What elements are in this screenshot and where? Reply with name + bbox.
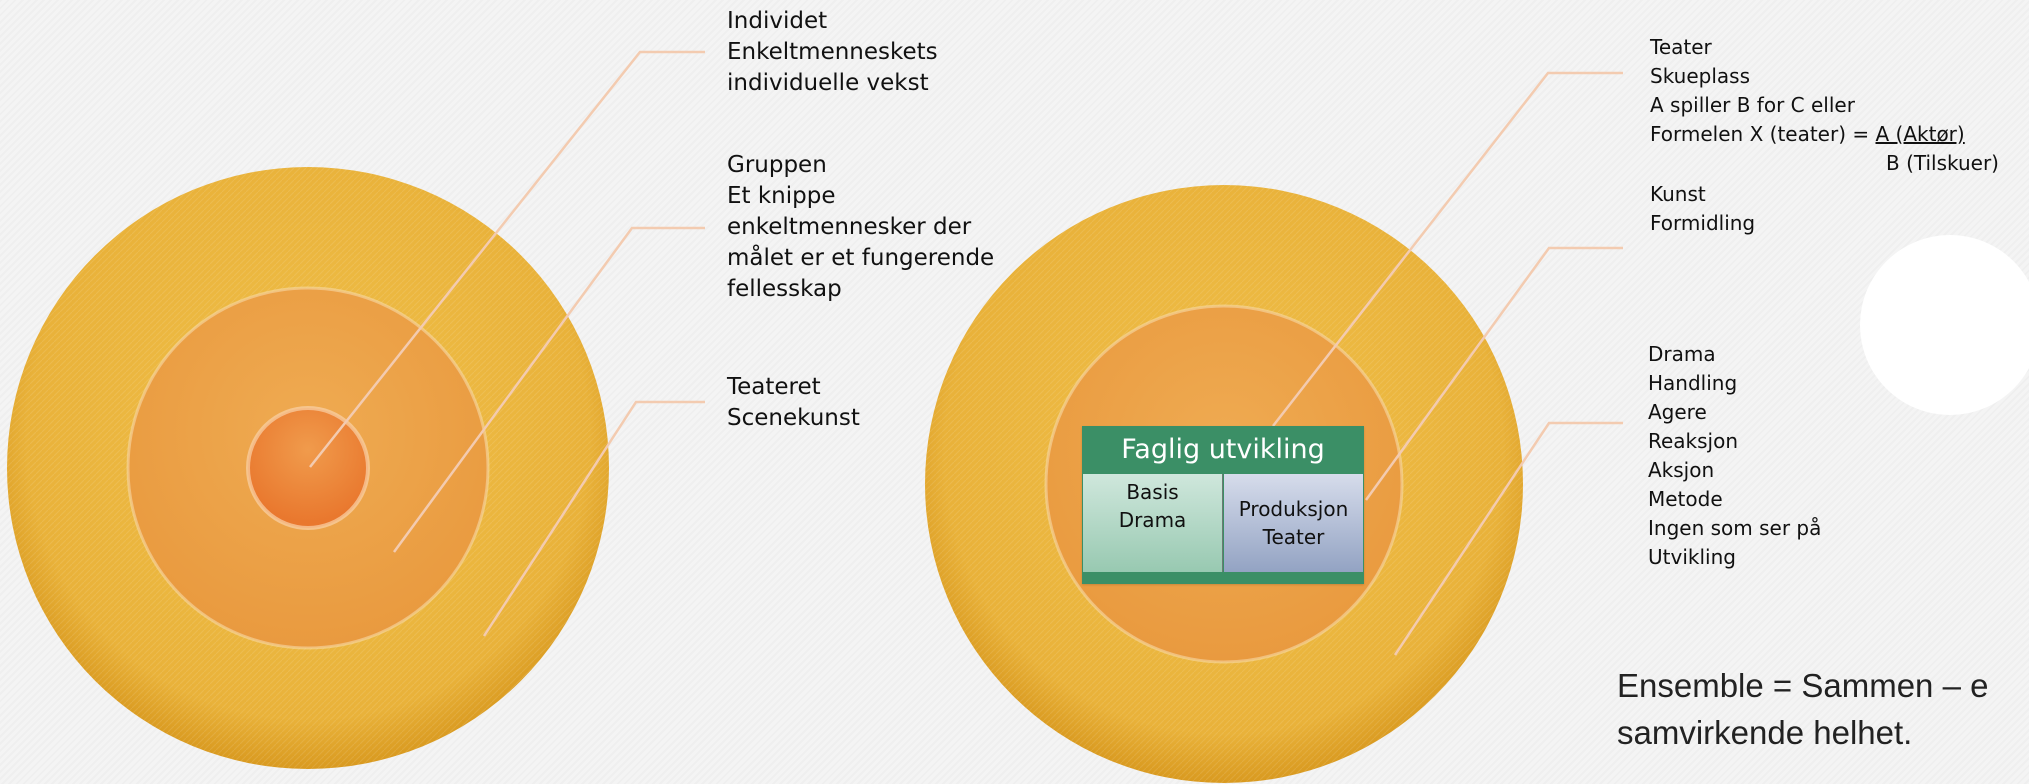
formula-prefix: Formelen X (teater) = bbox=[1650, 122, 1876, 146]
label-drama: Drama Handling Agere Reaksjon Aksjon Met… bbox=[1648, 342, 1822, 569]
callout-individ bbox=[309, 50, 705, 468]
right-callout-lines bbox=[1272, 71, 1623, 656]
left-inner-circle bbox=[246, 406, 370, 530]
callout-teater bbox=[482, 400, 705, 637]
formula-denominator: B (Tilskuer) bbox=[1886, 151, 1999, 175]
left-circle-diagram bbox=[7, 167, 609, 769]
label-teateret: Teateret Scenekunst bbox=[727, 374, 860, 431]
callout-faglig bbox=[1272, 71, 1623, 427]
produksjon-teater-cell: Produksjon Teater bbox=[1224, 474, 1363, 572]
formula-line: Formelen X (teater) = A (Aktør) bbox=[1650, 120, 1965, 149]
left-callout-lines bbox=[309, 50, 705, 637]
decorative-white-shape bbox=[1860, 235, 2029, 415]
label-gruppen: Gruppen Et knippe enkeltmennesker der må… bbox=[727, 152, 995, 302]
label-teater-group: Teater Skueplass A spiller B for C eller bbox=[1650, 35, 1855, 117]
callout-kunst bbox=[1364, 246, 1623, 501]
faglig-utvikling-box: Faglig utvikling Basis Drama Produksjon … bbox=[1082, 426, 1364, 584]
callout-drama bbox=[1393, 421, 1623, 656]
label-individet: Individet Enkeltmenneskets individuelle … bbox=[727, 8, 938, 96]
faglig-title: Faglig utvikling bbox=[1121, 434, 1325, 465]
label-kunst: Kunst Formidling bbox=[1650, 182, 1756, 235]
basis-drama-cell: Basis Drama bbox=[1083, 474, 1223, 572]
ensemble-text: Ensemble = Sammen – e samvirkende helhet… bbox=[1617, 667, 1989, 751]
formula-numerator: A (Aktør) bbox=[1875, 122, 1965, 146]
callout-gruppe bbox=[392, 226, 705, 553]
